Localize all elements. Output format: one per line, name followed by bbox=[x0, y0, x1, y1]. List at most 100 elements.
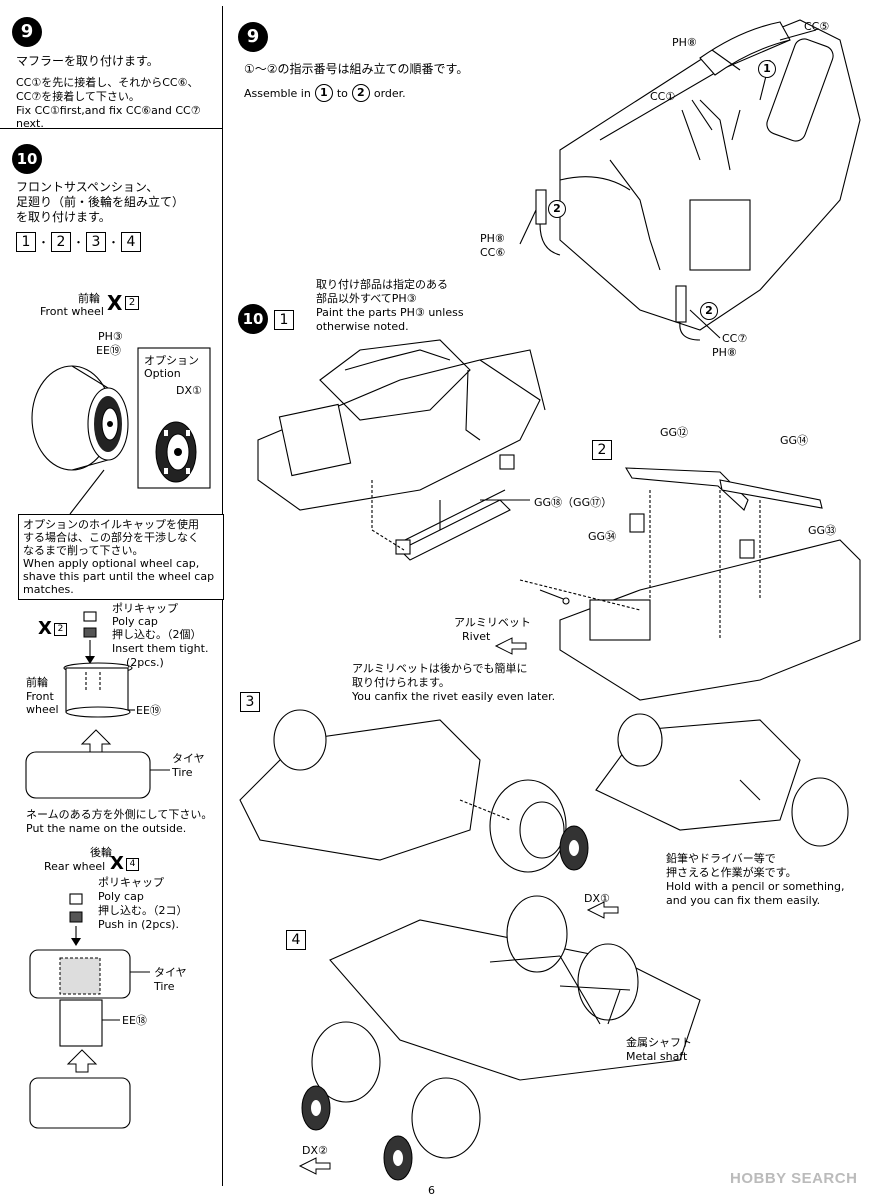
assembly-order-en-mid: to bbox=[336, 86, 348, 100]
assembly-order-en: Assemble in 1 to 2 order. bbox=[244, 84, 406, 102]
muffler-assembly-drawing bbox=[519, 19, 861, 341]
callout-cc7: CC⑦ bbox=[722, 332, 748, 345]
front-suspension-drawing bbox=[257, 339, 546, 561]
front-wheel-label-jp: 前輪 bbox=[78, 292, 100, 305]
callout-gg18: GG⑱（GG⑰） bbox=[534, 496, 613, 509]
rivet-label-en: Rivet bbox=[462, 630, 491, 643]
tire-name-note-en: Put the name on the outside. bbox=[26, 822, 187, 835]
front-insert-en-2: (2pcs.) bbox=[126, 656, 164, 669]
substep-sep: ・ bbox=[108, 235, 119, 249]
step-9-line-1: CC①を先に接着し、それからCC⑥、 bbox=[16, 76, 199, 89]
step-9-line-2: CC⑦を接着して下さい。 bbox=[16, 90, 140, 103]
callout-dx2: DX② bbox=[302, 1144, 328, 1157]
tire-name-note-jp: ネームのある方を外側にして下さい。 bbox=[26, 808, 213, 821]
rear-polycap-drawing bbox=[29, 893, 150, 1129]
option-part: DX① bbox=[176, 384, 202, 397]
wheelcap-note-jp-1: オプションのホイルキャップを使用 bbox=[23, 518, 199, 531]
rear-insert-jp: 押し込む。（2コ） bbox=[98, 904, 188, 917]
front-wheel-rim-drawing bbox=[31, 365, 129, 471]
wheelcap-note-en-3: matches. bbox=[23, 583, 74, 596]
step-9-title: マフラーを取り付けます。 bbox=[16, 54, 159, 68]
callout-ph8-top: PH⑧ bbox=[672, 36, 697, 49]
paint-note-en-1: Paint the parts PH③ unless bbox=[316, 306, 464, 319]
wheelcap-note-jp-3: なるまで削って下さい。 bbox=[23, 544, 144, 557]
front-assembly-part: EE⑲ bbox=[136, 704, 161, 717]
substep-list: 1 ・ 2 ・ 3 ・ 4 bbox=[16, 232, 141, 252]
substep-box-1: 1 bbox=[16, 232, 36, 252]
triangle-mark-icon: 4 bbox=[126, 858, 139, 871]
substep-box-3: 3 bbox=[86, 232, 106, 252]
callout-gg14: GG⑭ bbox=[780, 434, 809, 447]
substep-box-2: 2 bbox=[592, 440, 612, 460]
order-mark-1: 1 bbox=[314, 84, 333, 102]
option-box bbox=[137, 347, 211, 489]
step-9-right-badge: 9 bbox=[238, 22, 268, 52]
page-number: 6 bbox=[428, 1184, 435, 1197]
triangle-mark-icon: 2 bbox=[54, 623, 67, 636]
rear-polycap-en: Poly cap bbox=[98, 890, 144, 903]
hold-note-jp-2: 押さえると作業が楽です。 bbox=[666, 866, 797, 879]
front-polycap-jp: ポリキャップ bbox=[112, 602, 178, 615]
callout-gg33: GG㉝ bbox=[808, 524, 837, 537]
rear-insert-en: Push in (2pcs). bbox=[98, 918, 179, 931]
front-tire-en: Tire bbox=[172, 766, 193, 779]
callout-gg12: GG⑫ bbox=[660, 426, 689, 439]
front-wheel-en-1: Front bbox=[26, 690, 54, 703]
step-10-title-3: を取り付けます。 bbox=[16, 210, 111, 224]
substep-box-2: 2 bbox=[51, 232, 71, 252]
rivet-note-en: You canfix the rivet easily even later. bbox=[352, 690, 556, 703]
paint-note-en-2: otherwise noted. bbox=[316, 320, 409, 333]
front-wheel-en-2: wheel bbox=[26, 703, 59, 716]
hold-note-jp-1: 鉛筆やドライバー等で bbox=[666, 852, 776, 865]
step-10-badge: 10 bbox=[12, 144, 42, 174]
substep-sep: ・ bbox=[38, 235, 49, 249]
rear-axle-drawing bbox=[298, 895, 701, 1181]
metal-shaft-jp: 金属シャフト bbox=[626, 1036, 692, 1049]
front-insert-en-1: Insert them tight. bbox=[112, 642, 209, 655]
metal-shaft-en: Metal shaft bbox=[626, 1050, 688, 1063]
step-10-title-2: 足廻り（前・後輪を組み立て） bbox=[16, 195, 185, 209]
wheelcap-note: オプションのホイルキャップを使用 する場合は、この部分を干渉しなく なるまで削っ… bbox=[18, 514, 224, 600]
front-polycap-en: Poly cap bbox=[112, 615, 158, 628]
wheelcap-note-jp-2: する場合は、この部分を干渉しなく bbox=[23, 531, 199, 544]
front-insert-jp: 押し込む。（2個） bbox=[112, 628, 202, 641]
hold-note-en-1: Hold with a pencil or something, bbox=[666, 880, 845, 893]
wheel-cap-option-drawing bbox=[155, 421, 197, 483]
callout-cc6: CC⑥ bbox=[480, 246, 506, 259]
step-9-badge: 9 bbox=[12, 17, 42, 47]
substep-box-1: 1 bbox=[274, 310, 294, 330]
rivet-note-jp-1: アルミリベットは後からでも簡単に bbox=[352, 662, 528, 675]
option-label-en: Option bbox=[144, 367, 181, 380]
steering-link-drawing bbox=[494, 467, 861, 701]
paint-note-jp-2: 部品以外すべてPH③ bbox=[316, 292, 417, 305]
assembly-order-jp: ①～②の指示番号は組み立ての順番です。 bbox=[244, 62, 469, 76]
callout-ph8-left: PH⑧ bbox=[480, 232, 505, 245]
paint-note-jp-1: 取り付け部品は指定のある bbox=[316, 278, 448, 291]
front-tire-jp: タイヤ bbox=[172, 752, 205, 765]
callout-cc1: CC① bbox=[650, 90, 676, 103]
callout-dx1: DX① bbox=[584, 892, 610, 905]
substep-sep: ・ bbox=[73, 235, 84, 249]
triangle-mark-icon: 2 bbox=[125, 296, 139, 310]
rear-tire-jp: タイヤ bbox=[154, 966, 187, 979]
rivet-note-jp-2: 取り付けられます。 bbox=[352, 676, 450, 689]
front-wheel-part: EE⑲ bbox=[96, 344, 121, 357]
substep-box-4: 4 bbox=[121, 232, 141, 252]
rear-wheel-qty: X bbox=[110, 853, 124, 874]
rear-assembly-part: EE⑱ bbox=[122, 1014, 147, 1027]
step-9-line-3: Fix CC①first,and fix CC⑥and CC⑦ bbox=[16, 104, 201, 117]
front-polycap-drawing bbox=[25, 611, 170, 799]
assembly-order-en-post: order. bbox=[373, 86, 406, 100]
rear-wheel-label-en: Rear wheel bbox=[44, 860, 106, 873]
rear-tire-en: Tire bbox=[154, 980, 175, 993]
rivet-label-jp: アルミリベット bbox=[454, 616, 531, 629]
substep-box-4: 4 bbox=[286, 930, 306, 950]
order-mark-1: 1 bbox=[758, 60, 776, 78]
assembly-order-en-pre: Assemble in bbox=[244, 86, 311, 100]
hold-note-en-2: and you can fix them easily. bbox=[666, 894, 821, 907]
wheelcap-note-en-1: When apply optional wheel cap, bbox=[23, 557, 200, 570]
front-wheel-label-en: Front wheel bbox=[40, 305, 104, 318]
order-mark-2-left: 2 bbox=[548, 200, 566, 218]
step-10-right-badge: 10 bbox=[238, 304, 268, 334]
